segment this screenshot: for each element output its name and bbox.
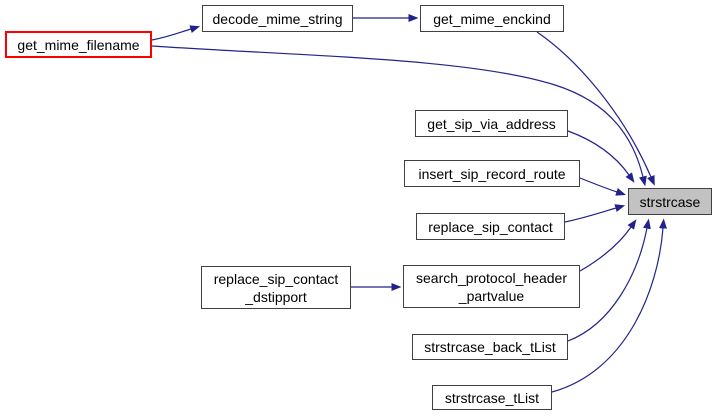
edge-insert_sip_record_route-strstrcase xyxy=(579,177,627,196)
edge-get_mime_filename-strstrcase xyxy=(151,45,647,187)
edge-replace_sip_contact-strstrcase xyxy=(564,204,626,223)
node-insert-sip-record-route[interactable]: insert_sip_record_route xyxy=(404,160,580,187)
node-strstrcase: strstrcase xyxy=(628,188,712,215)
edge-strstrcase_tList-strstrcase xyxy=(551,218,667,393)
edge-get_mime_enckind-strstrcase xyxy=(536,31,655,186)
node-get-sip-via-address[interactable]: get_sip_via_address xyxy=(415,110,568,137)
edge-get_sip_via_address-strstrcase xyxy=(567,130,635,183)
node-replace-sip-contact-dstipport[interactable]: replace_sip_contact _dstipport xyxy=(201,266,351,309)
node-search-protocol-header-partvalue[interactable]: search_protocol_header _partvalue xyxy=(403,265,580,308)
node-decode-mime-string[interactable]: decode_mime_string xyxy=(202,5,353,32)
edge-search_protocol_header_partvalue-strstrcase xyxy=(579,219,637,272)
node-replace-sip-contact[interactable]: replace_sip_contact xyxy=(416,213,565,240)
edge-strstrcase_back_tList-strstrcase xyxy=(567,218,651,342)
node-get-mime-enckind[interactable]: get_mime_enckind xyxy=(420,5,564,32)
edge-get_mime_filename-decode_mime_string xyxy=(151,25,201,41)
node-strstrcase-back-tlist[interactable]: strstrcase_back_tList xyxy=(412,334,568,360)
node-strstrcase-tlist[interactable]: strstrcase_tList xyxy=(432,385,552,410)
node-get-mime-filename[interactable]: get_mime_filename xyxy=(5,31,152,58)
